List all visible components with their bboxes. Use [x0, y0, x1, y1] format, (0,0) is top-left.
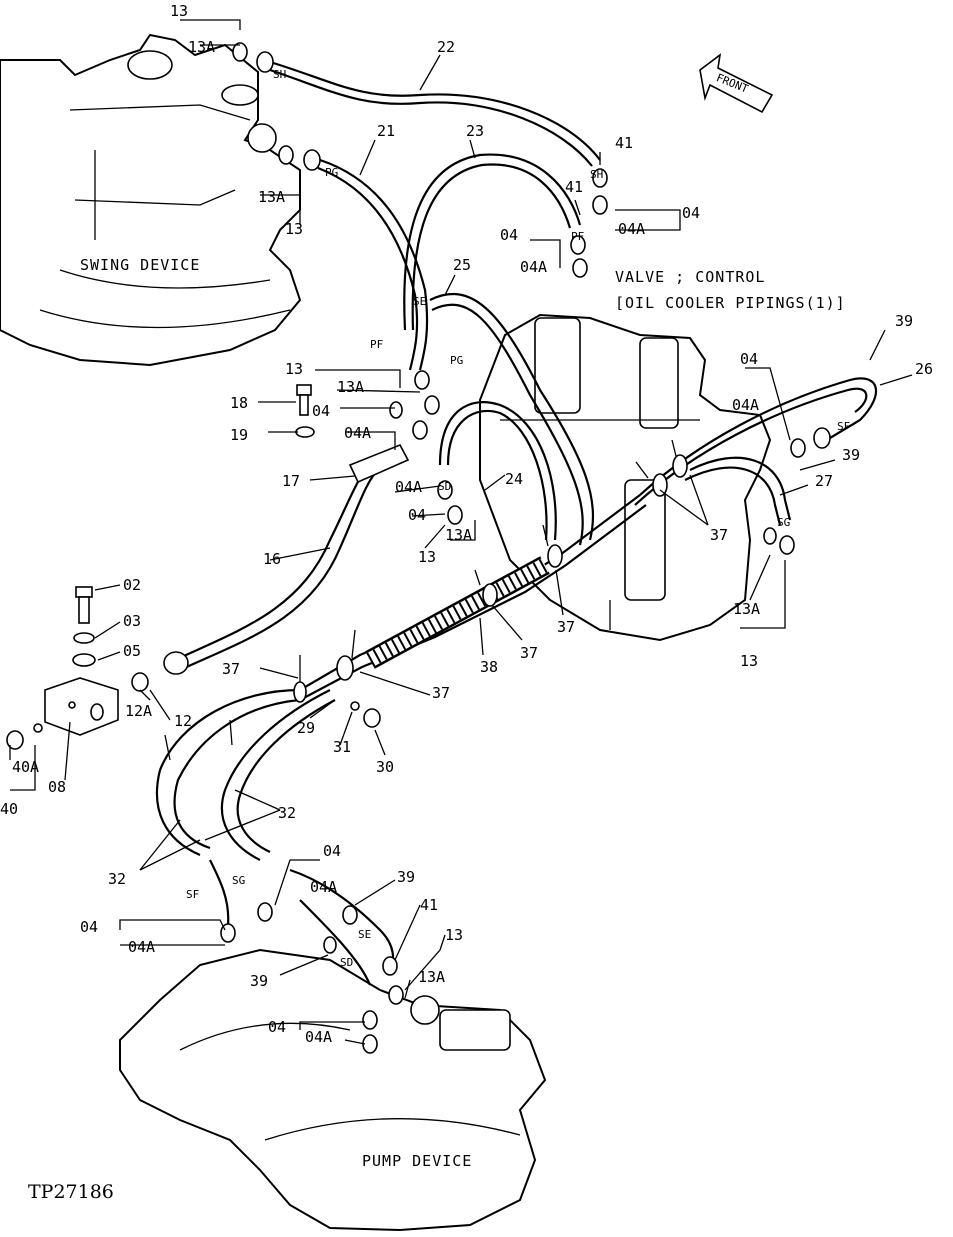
port-tag-sd: SD: [438, 480, 451, 493]
callout-02: 02: [123, 576, 141, 594]
callout-16: 16: [263, 550, 281, 568]
callout-03: 03: [123, 612, 141, 630]
callout-17: 17: [282, 472, 300, 490]
callout-04: 04: [80, 918, 98, 936]
leader-lines: [9, 19, 913, 1045]
callout-13: 13: [445, 926, 463, 944]
callout-41: 41: [615, 134, 633, 152]
adapter-block-08: [44, 677, 119, 736]
callout-19: 19: [230, 426, 248, 444]
callout-04a: 04A: [305, 1028, 332, 1046]
port-tag-pg: PG: [450, 354, 463, 367]
front-direction-arrow: FRONT: [699, 53, 774, 114]
callout-39: 39: [895, 312, 913, 330]
callout-39: 39: [842, 446, 860, 464]
callout-18: 18: [230, 394, 248, 412]
part-callouts: 13 13A 22 21 23 41 41 04 04A 04 04A 13A …: [0, 2, 933, 1046]
callout-04: 04: [740, 350, 758, 368]
figure-reference: TP27186: [28, 1181, 114, 1203]
callout-37: 37: [557, 618, 575, 636]
swing-device-drawing: SWING DEVICE: [0, 33, 302, 367]
port-tag-sf: SF: [186, 888, 199, 901]
callout-39: 39: [250, 972, 268, 990]
callout-40a: 40A: [12, 758, 39, 776]
callout-25: 25: [453, 256, 471, 274]
port-tag-pf: PF: [571, 230, 584, 243]
callout-04a: 04A: [395, 478, 422, 496]
callout-41: 41: [565, 178, 583, 196]
callout-13: 13: [285, 360, 303, 378]
callout-04: 04: [268, 1018, 286, 1036]
callout-13a: 13A: [337, 378, 364, 396]
callout-04a: 04A: [618, 220, 645, 238]
callout-37: 37: [520, 644, 538, 662]
port-tag-pg: PG: [325, 166, 338, 179]
port-tag-se: SE: [413, 295, 426, 308]
callout-37: 37: [432, 684, 450, 702]
oil-cooler-pipings-label: [OIL COOLER PIPINGS(1)]: [615, 294, 846, 312]
callout-04a: 04A: [310, 878, 337, 896]
callout-37: 37: [710, 526, 728, 544]
callout-04a: 04A: [344, 424, 371, 442]
corrugated-hose-38: [365, 556, 550, 669]
callout-13: 13: [418, 548, 436, 566]
callout-23: 23: [466, 122, 484, 140]
port-tag-pf: PF: [370, 338, 383, 351]
callout-38: 38: [480, 658, 498, 676]
callout-04a: 04A: [732, 396, 759, 414]
callout-12: 12: [174, 712, 192, 730]
callout-32: 32: [108, 870, 126, 888]
callout-24: 24: [505, 470, 523, 488]
port-tag-se: SE: [358, 928, 371, 941]
port-tag-sh: SH: [273, 68, 286, 81]
port-tags: SH PG SH PF SE PF PG SD SF SG SG SF SE S…: [186, 68, 850, 969]
pump-device-drawing: PUMP DEVICE: [119, 948, 547, 1232]
control-valve-drawing: [479, 313, 772, 642]
clamps-37: [164, 439, 688, 761]
callout-13: 13: [285, 220, 303, 238]
callout-12a: 12A: [125, 702, 152, 720]
callout-04: 04: [682, 204, 700, 222]
port-tag-sd: SD: [340, 956, 353, 969]
port-tag-sg: SG: [777, 516, 790, 529]
callout-04a: 04A: [128, 938, 155, 956]
swing-device-label: SWING DEVICE: [80, 256, 200, 274]
callout-08: 08: [48, 778, 66, 796]
callout-04: 04: [312, 402, 330, 420]
callout-27: 27: [815, 472, 833, 490]
port-tag-sg: SG: [232, 874, 245, 887]
callout-13a: 13A: [258, 188, 285, 206]
callout-32: 32: [278, 804, 296, 822]
callout-31: 31: [333, 738, 351, 756]
callout-04a: 04A: [520, 258, 547, 276]
pump-device-label: PUMP DEVICE: [362, 1152, 472, 1170]
callout-04: 04: [323, 842, 341, 860]
callout-13: 13: [170, 2, 188, 20]
callout-04: 04: [500, 226, 518, 244]
callout-21: 21: [377, 122, 395, 140]
callout-13a: 13A: [188, 38, 215, 56]
callout-41: 41: [420, 896, 438, 914]
callout-30: 30: [376, 758, 394, 776]
callout-13a: 13A: [445, 526, 472, 544]
port-tag-sh: SH: [590, 168, 603, 181]
callout-26: 26: [915, 360, 933, 378]
callout-13: 13: [740, 652, 758, 670]
callout-13a: 13A: [733, 600, 760, 618]
callout-37: 37: [222, 660, 240, 678]
callout-40: 40: [0, 800, 18, 818]
callout-29: 29: [297, 719, 315, 737]
callout-39: 39: [397, 868, 415, 886]
callout-05: 05: [123, 642, 141, 660]
port-tag-sf: SF: [837, 420, 850, 433]
callout-22: 22: [437, 38, 455, 56]
callout-04: 04: [408, 506, 426, 524]
fittings: [6, 42, 831, 1054]
callout-13a: 13A: [418, 968, 445, 986]
control-valve-label: VALVE ; CONTROL: [615, 268, 765, 286]
